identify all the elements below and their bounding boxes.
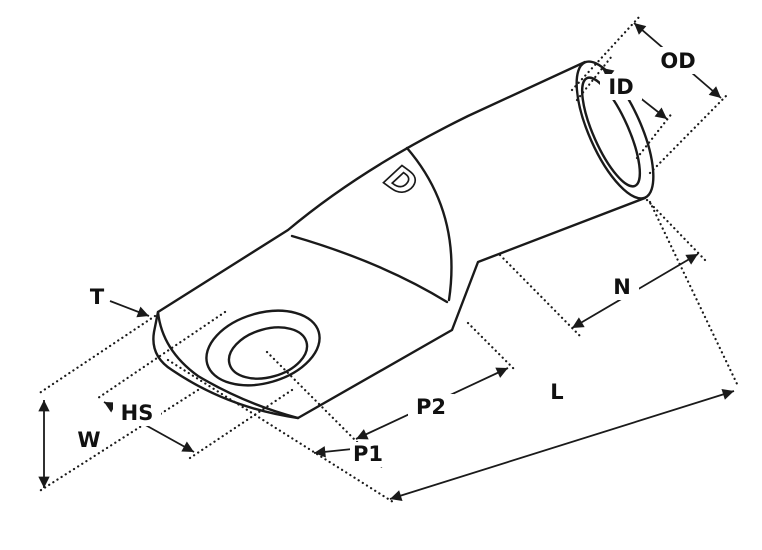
- hs-extension-line-2: [188, 388, 294, 460]
- dim-label-od: OD: [660, 49, 695, 73]
- dim-label-p2: P2: [416, 395, 446, 419]
- n-extension-line-1: [498, 253, 582, 338]
- cone-silhouette-line: [405, 146, 453, 302]
- p1-label-halo: [350, 442, 386, 467]
- hs-label-halo: [113, 400, 161, 426]
- l-dimension-arrow: [389, 388, 735, 502]
- dim-label-p1: P1: [353, 442, 383, 466]
- od-label-halo: [652, 47, 704, 74]
- swage-boundary-line: [290, 234, 449, 304]
- w-extension-line-top: [36, 314, 157, 396]
- l-extension-line-left: [166, 358, 395, 504]
- p2-label-halo: [408, 394, 454, 420]
- dim-label-id: ID: [608, 75, 633, 99]
- t-pointer-arrow: [109, 300, 150, 318]
- p-extension-line-cone-tip: [466, 321, 518, 373]
- id-extension-line-2: [635, 110, 675, 160]
- dim-label-l: L: [550, 380, 563, 404]
- n-label-halo: [605, 273, 639, 300]
- n-extension-line-2: [645, 198, 707, 262]
- dim-label-n: N: [613, 275, 631, 299]
- l-extension-line-right: [648, 200, 740, 388]
- palm-thickness-line: [156, 310, 300, 420]
- od-extension-line-1: [570, 14, 642, 92]
- lug-body: D: [152, 60, 655, 420]
- palm-hole-inner-ellipse: [227, 326, 309, 380]
- dim-label-t: T: [90, 285, 105, 309]
- dimension-labels: OD ID N L T HS W P1 P2: [77, 47, 704, 467]
- barrel-mouth-inner-ellipse: [580, 76, 642, 188]
- dim-label-w: W: [77, 428, 100, 452]
- od-extension-line-2: [648, 93, 729, 175]
- id-label-halo: [600, 74, 642, 100]
- id-extension-line-1: [575, 54, 614, 102]
- hs-extension-line-1: [96, 310, 227, 400]
- dim-label-hs: HS: [121, 401, 154, 425]
- witness-lines: [36, 14, 740, 504]
